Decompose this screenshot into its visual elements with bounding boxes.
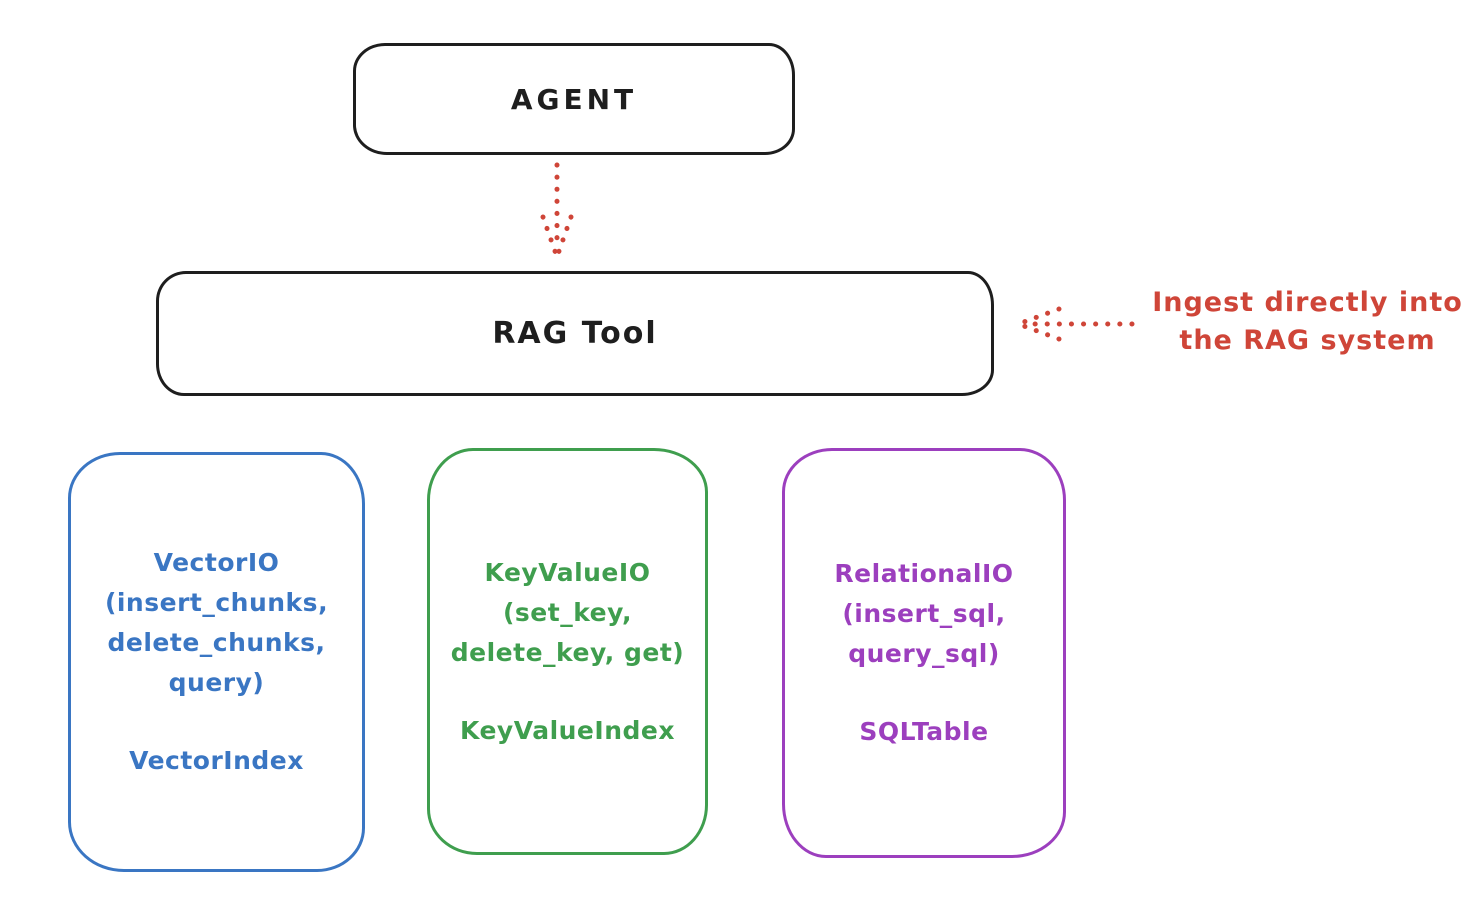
- relational-io-line: RelationalIO: [834, 559, 1014, 588]
- relational-io-node: RelationalIO (insert_sql, query_sql) SQL…: [782, 448, 1066, 858]
- keyvalue-io-line: (set_key,: [503, 597, 632, 627]
- ingest-annotation-line1: Ingest directly into: [1152, 287, 1463, 318]
- ingest-annotation-line2: the RAG system: [1179, 325, 1436, 356]
- rag-tool-label: RAG Tool: [492, 316, 658, 351]
- arrow-annotation-to-rag-icon: [1018, 306, 1135, 342]
- keyvalue-io-line: KeyValueIO: [484, 557, 651, 587]
- sql-table-label: SQLTable: [859, 717, 989, 746]
- relational-io-line: query_sql): [848, 639, 1000, 668]
- keyvalue-io-line: delete_key, get): [450, 637, 685, 667]
- vector-io-node: VectorIO (insert_chunks, delete_chunks, …: [68, 452, 365, 872]
- relational-io-line: (insert_sql,: [842, 599, 1006, 628]
- vector-index-label: VectorIndex: [129, 746, 304, 775]
- agent-label: AGENT: [510, 82, 638, 116]
- keyvalue-index-label: KeyValueIndex: [460, 715, 675, 745]
- arrow-agent-to-rag-icon: [540, 162, 574, 257]
- rag-tool-node: RAG Tool: [156, 271, 994, 396]
- keyvalue-io-node: KeyValueIO (set_key, delete_key, get) Ke…: [427, 448, 708, 855]
- vector-io-line: (insert_chunks,: [104, 588, 329, 617]
- ingest-annotation: Ingest directly into the RAG system: [1135, 284, 1480, 360]
- vector-io-line: VectorIO: [153, 548, 280, 577]
- vector-io-line: delete_chunks,: [107, 628, 326, 657]
- vector-io-line: query): [168, 668, 265, 697]
- agent-node: AGENT: [353, 43, 795, 155]
